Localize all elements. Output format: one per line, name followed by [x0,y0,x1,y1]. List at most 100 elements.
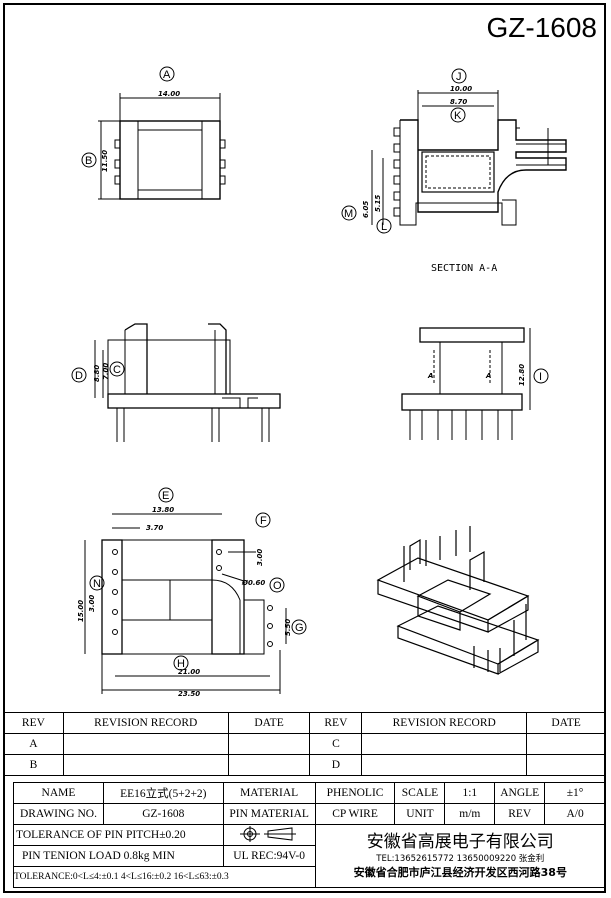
material-label: MATERIAL [222,782,316,804]
section-marker-left: A [427,372,433,380]
rev-label: REV [494,803,546,825]
company-address: 安徽省合肥市庐江县经济开发区西河路38号 [353,866,567,879]
section-label: SECTION A-A [431,263,497,274]
circle-label-m: M [344,208,353,220]
pin-load: PIN TENION LOAD 0.8kg MIN [13,845,224,867]
angle-value: ±1° [544,782,606,804]
circle-marker-f [255,512,271,528]
dim-o: Ø0.60 [241,579,265,587]
isometric-view [376,526,540,675]
revision-row: B D [3,754,606,776]
circle-label-j: J [456,71,462,83]
company-cell: 安徽省高展电子有限公司 TEL:13652615772 13650009220 … [314,824,607,888]
circle-label-a: A [163,69,171,81]
pin-material-label: PIN MATERIAL [222,803,316,825]
date-header-2: DATE [526,712,606,734]
unit-value: m/m [444,803,496,825]
drawing-no-label: DRAWING NO. [13,803,104,825]
pin-material-value: CP WIRE [314,803,396,825]
dim-g: 5.50 [284,619,292,636]
dim-d: 8.80 [93,365,101,382]
section-window [421,151,495,193]
revision-header-row: REV REVISION RECORD DATE REV REVISION RE… [3,712,606,734]
date-cell [227,754,311,776]
revision-record-cell [361,733,528,755]
circle-label-c: C [113,364,121,376]
circle-marker-o [269,577,285,593]
tolerance-ranges: TOLERANCE:0<L≤4:±0.1 4<L≤16:±0.2 16<L≤63… [13,866,316,888]
circle-marker-b [81,152,97,168]
front-view: 8.80 7.00 D C [71,323,281,442]
revision-record-cell [361,754,528,776]
rev-value: A/0 [544,803,606,825]
title-row-load: PIN TENION LOAD 0.8kg MIN UL REC:94V-0 [13,845,606,867]
scale-label: SCALE [394,782,446,804]
rev-cell: D [309,754,363,776]
tolerance-pitch: TOLERANCE OF PIN PITCH±0.20 [13,824,224,846]
circle-marker-i [533,368,549,384]
date-cell [227,733,311,755]
bottom-view: E 13.80 3.70 F 3.00 Ø0.60 O 15.00 3.00 N… [77,487,307,698]
circle-label-k: K [454,110,462,122]
ul-rec: UL REC:94V-0 [222,845,316,867]
drawing-frame [3,3,606,893]
dim-e-inner: 3.70 [146,524,163,532]
section-marker-right: A [485,372,491,380]
date-cell [526,733,606,755]
material-value: PHENOLIC [314,782,396,804]
section-outline [400,119,567,213]
revision-record-header-2: REVISION RECORD [361,712,528,734]
date-cell [526,754,606,776]
dim-m: 6.05 [362,201,370,218]
circle-marker-g [291,619,307,635]
dim-i: 12.80 [518,364,526,386]
title-row-drawing: DRAWING NO. GZ-1608 PIN MATERIAL CP WIRE… [13,803,606,825]
circle-label-d: D [75,370,83,382]
rev-cell: C [309,733,363,755]
revision-table: REV REVISION RECORD DATE REV REVISION RE… [3,712,606,776]
circle-marker-c [109,361,125,377]
circle-label-f: F [260,515,267,527]
unit-label: UNIT [394,803,446,825]
circle-marker-e [158,487,174,503]
dim-e: 13.80 [152,506,174,514]
dim-n: 15.00 [77,600,85,622]
circle-marker-h [173,655,189,671]
date-header: DATE [227,712,311,734]
dim-n-inner: 3.00 [88,595,96,612]
rev-cell: B [3,754,64,776]
dim-a: 14.00 [158,90,180,98]
circle-label-g: G [295,622,304,634]
revision-record-cell [62,733,229,755]
circle-marker-a [159,66,175,82]
rev-header: REV [3,712,64,734]
dim-k: 8.70 [450,98,467,106]
title-row-tolerance: TOLERANCE OF PIN PITCH±0.20 安徽省高展电子有限公司 … [13,824,607,888]
circle-label-o: O [273,580,282,592]
circle-marker-l [376,218,392,234]
rev-cell: A [3,733,64,755]
top-view-outline [119,120,221,200]
circle-marker-n [89,575,105,591]
circle-marker-k [450,107,466,123]
circle-label-b: B [85,155,92,167]
company-name: 安徽省高展电子有限公司 [366,832,554,852]
revision-record-header: REVISION RECORD [62,712,229,734]
circle-label-i: I [539,371,542,383]
circle-label-l: L [381,221,387,233]
projection-symbol-cell [222,824,316,846]
circle-label-e: E [162,490,169,502]
circle-label-h: H [177,658,185,670]
circle-marker-m [341,205,357,221]
revision-row: A C [3,733,606,755]
dim-total: 23.50 [178,690,200,698]
section-view: J 10.00 8.70 K 6.05 5.15 M L SECTION A-A [341,68,567,274]
dim-b: 11.50 [101,150,109,172]
dim-h: 21.00 [178,668,200,676]
circle-marker-j [451,68,467,84]
name-label: NAME [13,782,104,804]
side-view: A A 12.80 I [401,327,549,440]
company-tel: TEL:13652615772 13650009220 张金利 [376,854,545,864]
dim-j: 10.00 [450,85,472,93]
scale-value: 1:1 [444,782,496,804]
